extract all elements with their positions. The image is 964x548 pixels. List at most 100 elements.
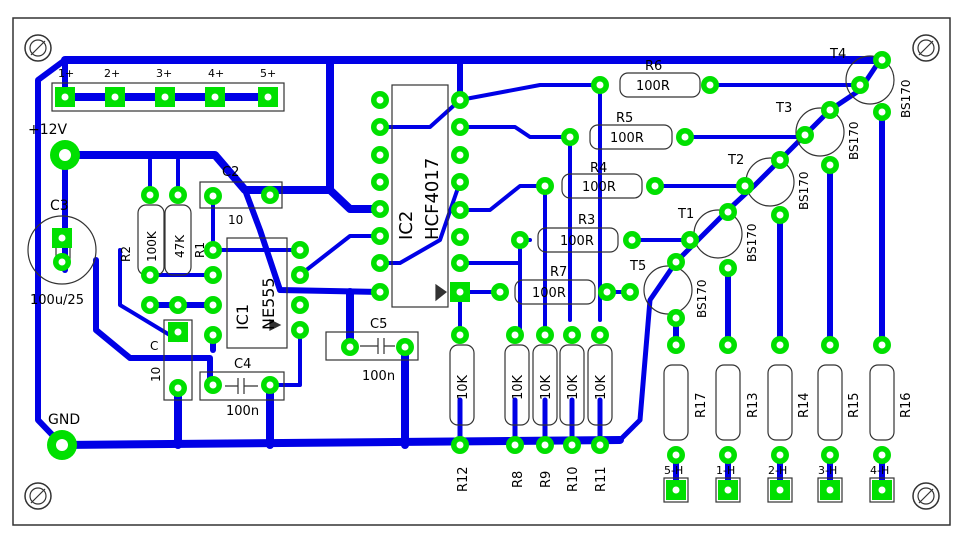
t4-label: T4 [829, 47, 846, 62]
c3-label: C3 [50, 198, 69, 214]
r4-label: R4 [590, 161, 607, 176]
r12-label: R12 [456, 466, 471, 492]
copper-traces [35, 56, 885, 493]
pad-hole [878, 451, 886, 459]
pad-hole [511, 441, 519, 449]
r11-label: R11 [594, 466, 609, 492]
r7-label: R7 [550, 265, 567, 280]
pad-hole [209, 301, 217, 309]
c4-outline [199, 371, 285, 401]
pad-hole [856, 81, 864, 89]
pad-hole [401, 343, 409, 351]
c5-value: 100n [362, 369, 395, 384]
c-left-label: C [150, 339, 158, 353]
t2-part: BS170 [797, 171, 811, 210]
c4-value: 100n [226, 404, 259, 419]
r7-outline [514, 279, 596, 305]
pad-hole [541, 182, 549, 190]
pad-hole [826, 106, 834, 114]
pad-hole [346, 343, 354, 351]
pad-hole [776, 486, 784, 494]
c3-outline [27, 215, 97, 285]
r15-outline [817, 364, 843, 441]
solder-pads [47, 51, 892, 500]
r14-label: R14 [797, 392, 812, 418]
c5-symbol [360, 338, 395, 354]
c2-label: C2 [222, 165, 239, 180]
r11-value: 10K [594, 374, 609, 400]
r5-outline [589, 124, 673, 150]
pad-hole [568, 441, 576, 449]
pad-hole [672, 314, 680, 322]
pad-hole [456, 259, 464, 267]
pad-hole [296, 301, 304, 309]
gnd-label: GND [48, 412, 80, 428]
pad-hole [161, 93, 169, 101]
pad-hole [724, 208, 732, 216]
pad-hole [626, 288, 634, 296]
pad-hole [456, 178, 464, 186]
r5-label: R5 [616, 111, 633, 126]
r2-value: 100K [145, 230, 159, 262]
mounting-hole-top-right [912, 34, 940, 62]
pad-hole [724, 451, 732, 459]
pad-hole [878, 108, 886, 116]
pad-hole [58, 234, 66, 242]
r16-outline [869, 364, 895, 441]
r13-outline [715, 364, 741, 441]
pad-hole [376, 123, 384, 131]
pad-hole [776, 156, 784, 164]
r14-outline [767, 364, 793, 441]
ic1-outline [226, 237, 288, 349]
t2-label: T2 [727, 153, 744, 168]
r3-value: 100R [560, 234, 594, 249]
pad-hole [376, 178, 384, 186]
pad-hole [209, 271, 217, 279]
pad-hole [878, 56, 886, 64]
pad-hole [376, 288, 384, 296]
header-label-5: 5+ [260, 67, 276, 80]
led5-connector-outline [663, 477, 689, 503]
c4-label: C4 [234, 357, 251, 372]
mounting-hole-top-left [24, 34, 52, 62]
pad-hole [209, 246, 217, 254]
t3-part: BS170 [847, 121, 861, 160]
r12-outline [449, 344, 475, 426]
board-outline [12, 17, 951, 526]
led5-label: 5-H [664, 464, 683, 477]
pad-hole [776, 341, 784, 349]
r9-outline [532, 344, 558, 426]
ic2-part: HCF4017 [422, 158, 443, 240]
led2-connector-outline [767, 477, 793, 503]
t3-label: T3 [775, 101, 792, 116]
r5-value: 100R [610, 131, 644, 146]
pad-hole [724, 341, 732, 349]
pad-hole [58, 258, 66, 266]
r10-outline [559, 344, 585, 426]
r12-value: 10K [456, 374, 471, 400]
led3-label: 3-H [818, 464, 837, 477]
pad-hole [456, 288, 464, 296]
pad-hole [651, 182, 659, 190]
pad-hole [59, 149, 71, 161]
r-47k-outline [164, 204, 192, 276]
pad-hole [672, 451, 680, 459]
ic1-part: NE555 [259, 277, 278, 330]
c2-outline [199, 181, 283, 209]
c-left-outline [163, 319, 193, 401]
pad-hole [266, 381, 274, 389]
header-label-4: 4+ [208, 67, 224, 80]
pad-hole [61, 93, 69, 101]
r7-value: 100R [532, 286, 566, 301]
pad-hole [672, 486, 680, 494]
header-label-2: 2+ [104, 67, 120, 80]
pad-hole [826, 341, 834, 349]
power-header-outline [51, 82, 285, 112]
pad-hole [111, 93, 119, 101]
pad-hole [801, 131, 809, 139]
pad-hole [209, 192, 217, 200]
t5-label: T5 [629, 259, 646, 274]
pad-hole [776, 451, 784, 459]
r6-value: 100R [636, 79, 670, 94]
pad-hole [596, 331, 604, 339]
